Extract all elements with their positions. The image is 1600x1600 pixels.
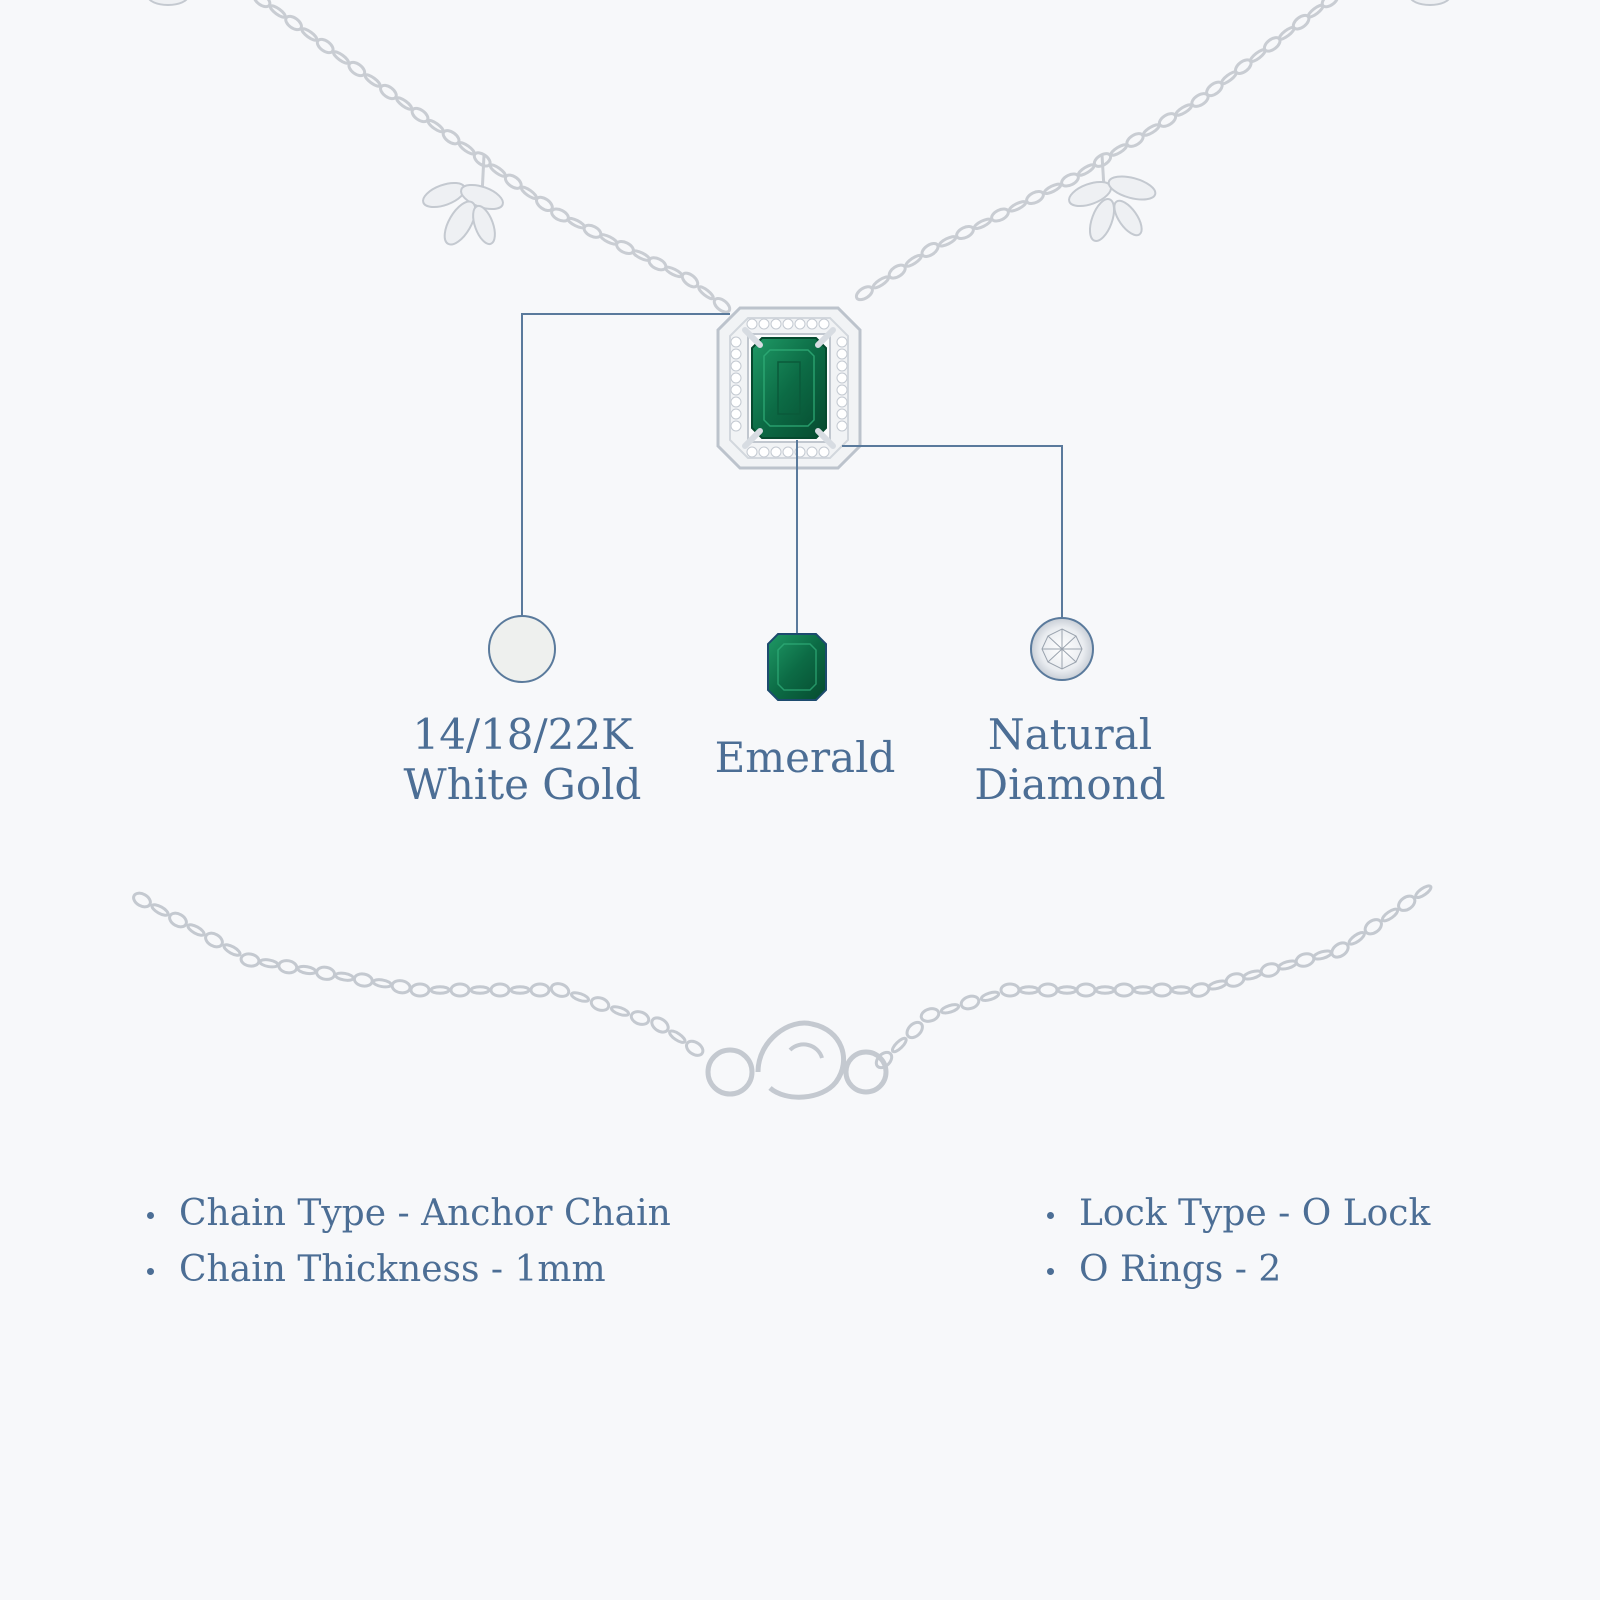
leaf-charm-right: [1068, 154, 1157, 242]
lobster-clasp-icon: [705, 1020, 889, 1100]
white-gold-swatch-icon: [488, 615, 556, 683]
diamond-label: Natural Diamond: [940, 710, 1200, 810]
gem-label-line1: Emerald: [714, 733, 896, 782]
leaf-charm-top-left: [148, 0, 188, 6]
emerald-cut-icon: [767, 633, 827, 701]
spec-chain-type: Chain Type - Anchor Chain: [143, 1186, 671, 1242]
metal-label: 14/18/22K White Gold: [370, 710, 675, 810]
spec-chain-thickness: Chain Thickness - 1mm: [143, 1242, 671, 1298]
diamond-label-line1: Natural: [987, 710, 1153, 759]
spec-lock-type: Lock Type - O Lock: [1043, 1186, 1430, 1242]
clasp-chain: [132, 884, 1433, 1070]
emerald-pendant: [716, 306, 862, 470]
lock-specs-list: Lock Type - O Lock O Rings - 2: [1043, 1186, 1430, 1298]
gem-label: Emerald: [680, 733, 930, 783]
metal-label-line1: 14/18/22K: [412, 710, 633, 759]
leaf-charm-left: [422, 154, 504, 246]
necklace-chain: [252, 0, 1340, 314]
spec-o-rings: O Rings - 2: [1043, 1242, 1430, 1298]
chain-specs-list: Chain Type - Anchor Chain Chain Thicknes…: [143, 1186, 671, 1298]
diamond-label-line2: Diamond: [974, 760, 1166, 809]
metal-label-line2: White Gold: [403, 760, 642, 809]
leader-lines: [521, 313, 1063, 634]
leaf-charm-top-right: [1410, 0, 1450, 6]
round-diamond-icon: [1030, 617, 1094, 681]
